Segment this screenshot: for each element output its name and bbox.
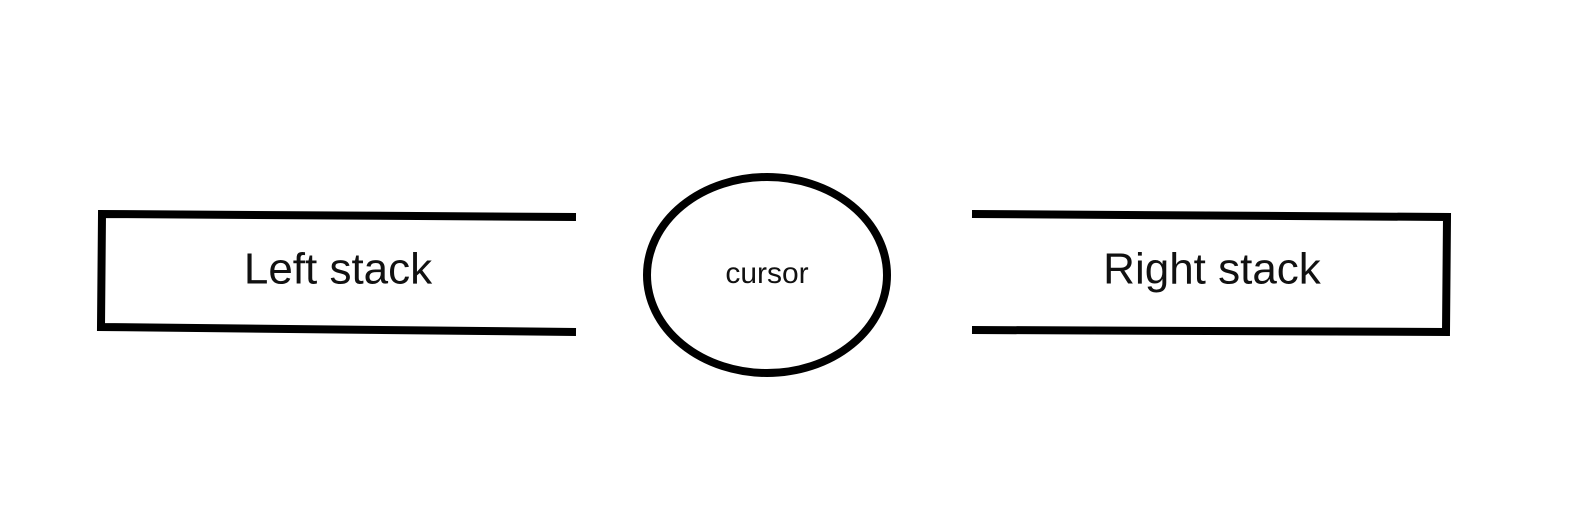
left-stack-label: Left stack: [244, 245, 433, 294]
cursor-ellipse: [643, 173, 891, 377]
right-stack: Right stack: [971, 210, 1452, 337]
right-stack-outline: [971, 210, 1452, 337]
cursor-label: cursor: [725, 257, 808, 290]
left-stack-outline: [96, 209, 577, 336]
right-stack-label: Right stack: [1103, 245, 1322, 294]
left-stack: Left stack: [96, 209, 577, 336]
cursor-node: cursor: [643, 173, 891, 377]
